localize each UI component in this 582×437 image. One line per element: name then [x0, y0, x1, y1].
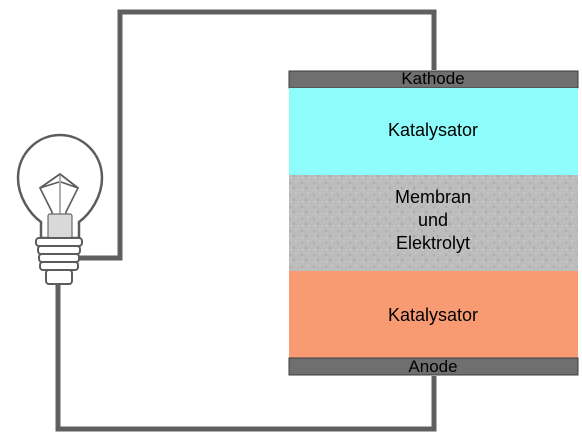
wire-bottom — [55, 283, 437, 432]
cathode-label: Kathode — [401, 69, 464, 88]
anode-plate — [288, 357, 579, 376]
membrane-label-line-1: Membran — [395, 187, 471, 207]
wire-top — [78, 9, 437, 261]
bulb-base-ring-4 — [39, 261, 79, 271]
top-catalyst-label: Katalysator — [388, 120, 478, 140]
membrane-electrolyte-layer — [289, 175, 578, 271]
bulb-base-top-ring — [35, 237, 83, 247]
anode-label: Anode — [408, 357, 457, 376]
bulb-base-ring-2 — [37, 245, 81, 255]
bulb-contact — [45, 269, 73, 285]
membrane-label-line-3: Elektrolyt — [396, 233, 470, 253]
bottom-catalyst-label: Katalysator — [388, 305, 478, 325]
light-bulb-icon — [16, 133, 104, 285]
bulb-base-ring-3 — [38, 253, 80, 263]
bulb-neck — [47, 213, 73, 241]
top-catalyst-layer — [289, 88, 578, 175]
membrane-label-line-2: und — [418, 210, 448, 230]
bottom-catalyst-layer — [289, 271, 578, 358]
